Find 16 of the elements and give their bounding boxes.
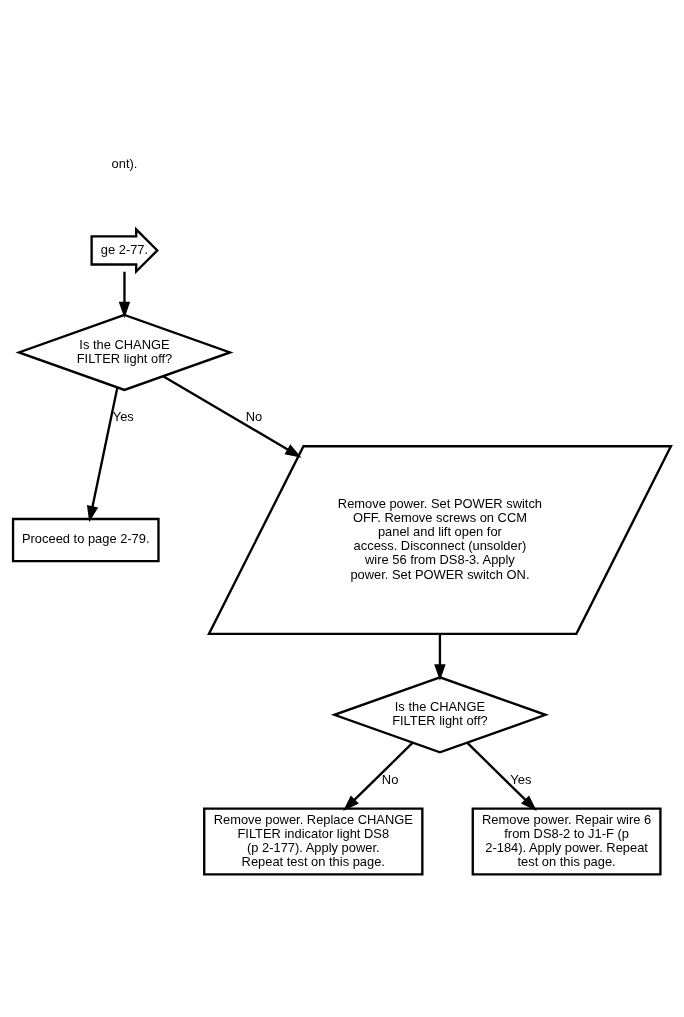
edge-label: No: [381, 771, 399, 787]
label: ont).: [111, 155, 138, 171]
node-box: Remove power. Replace CHANGE FILTER indicator light DS8 (p 2-177). Apply power. Repeat test on this page.: [203, 806, 424, 875]
edge-label: Yes: [112, 408, 134, 424]
node-box: Remove power. Repair wire 6 from DS8-2 to J1-F (p 2-184). Apply power. Repeat test on this page.: [471, 806, 662, 875]
node-diamond: Is the CHANGE FILTER light off?: [15, 313, 234, 391]
node-diamond: Is the CHANGE FILTER light off?: [330, 675, 549, 754]
arrow: [343, 741, 414, 811]
arrow: [118, 271, 131, 318]
edge-label: No: [245, 408, 263, 424]
edge-label: Yes: [510, 771, 532, 787]
arrow: [466, 741, 537, 811]
node-box: Proceed to page 2-79.: [11, 517, 160, 562]
arrow: [434, 633, 446, 681]
arrow: [86, 386, 119, 522]
arrow: [162, 374, 302, 458]
